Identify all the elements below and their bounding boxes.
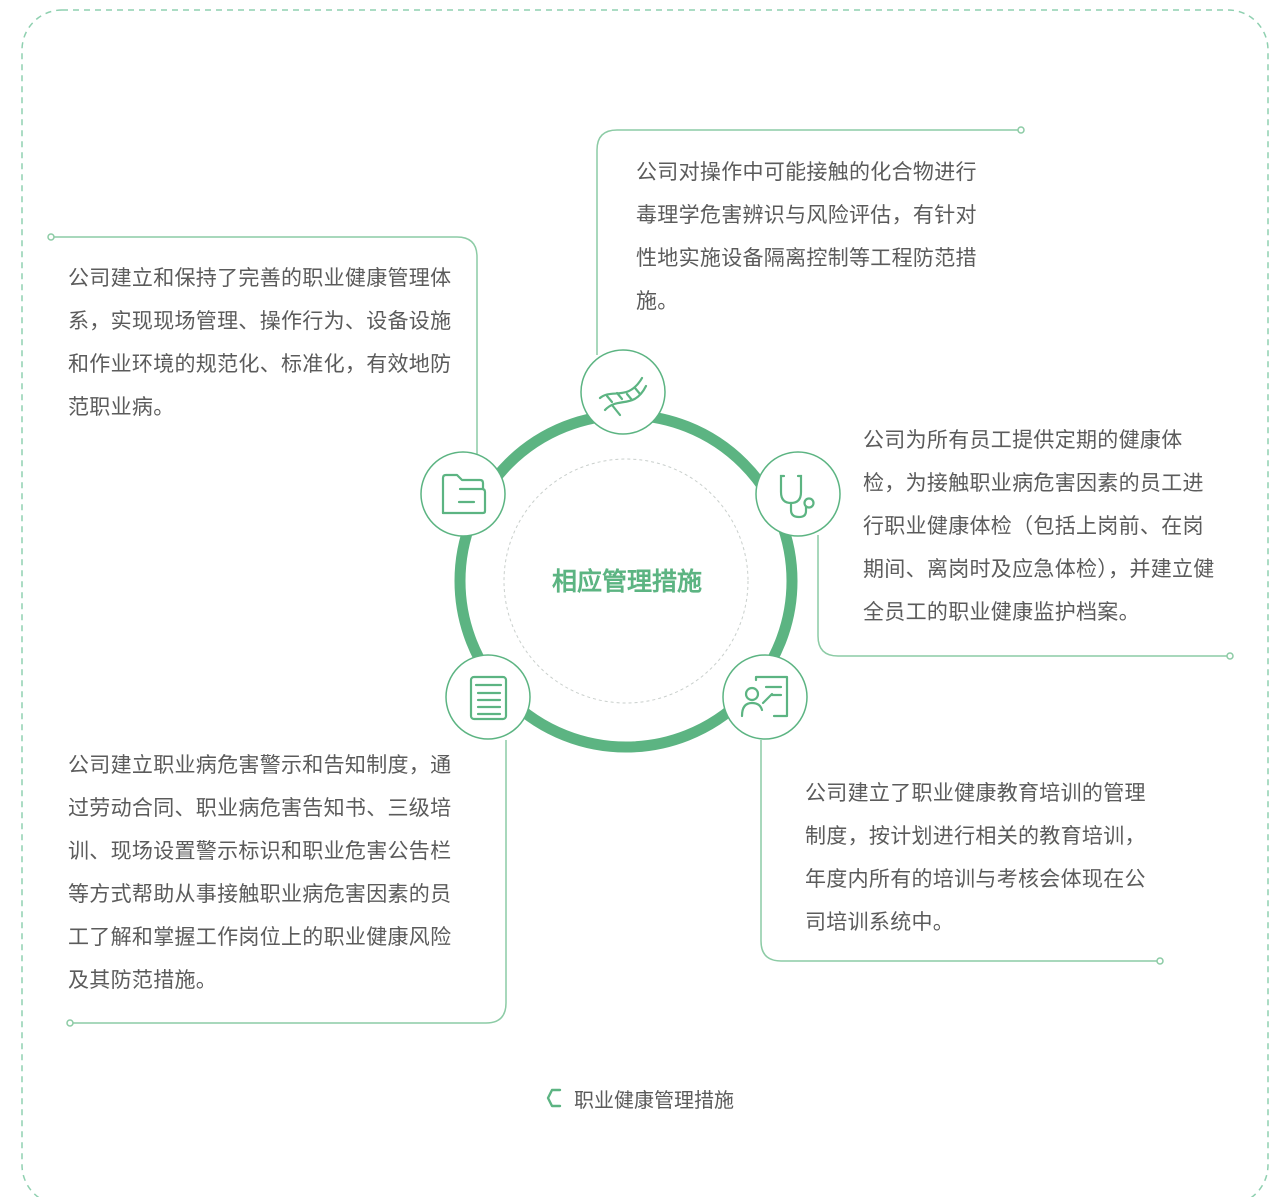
connector-lower-right [760,740,1160,962]
dna-icon [598,376,648,417]
connector-dot [1017,126,1025,134]
document-list-icon [469,675,508,721]
node-trainer [722,654,808,740]
connector-end-dots [47,126,1234,1027]
measure-text-stethoscope: 公司为所有员工提供定期的健康体检，为接触职业病危害因素的员工进行职业健康体检（包… [863,428,1215,624]
node-dna [580,349,666,435]
center-title: 相应管理措施 [551,567,702,596]
folder-icon [441,473,487,515]
measure-text-dna: 公司对操作中可能接触的化合物进行毒理学危害辨识与风险评估，有针对性地实施设备隔离… [636,160,977,313]
connector-right [817,535,1229,657]
stethoscope-icon [779,474,815,519]
caption-text: 职业健康管理措施 [574,1087,734,1112]
caption-bracket-icon [546,1088,562,1108]
trainer-board-icon [740,675,789,718]
connector-upper-left [51,236,478,455]
inner-dashed-ring [503,458,749,704]
measure-text-trainer: 公司建立了职业健康教育培训的管理制度，按计划进行相关的教育培训，年度内所有的培训… [805,781,1146,934]
outer-dashed-frame [21,9,1269,1197]
connector-dot [1226,652,1234,660]
node-stethoscope [755,451,841,537]
connector-dot [47,233,55,241]
node-folder [420,451,506,537]
figure-caption: 职业健康管理措施 [546,1082,734,1114]
connector-top [596,129,1020,355]
connector-lower-left [70,740,507,1024]
measure-text-folder: 公司建立和保持了完善的职业健康管理体系，实现现场管理、操作行为、设备设施和作业环… [68,266,452,419]
connector-dot [66,1019,74,1027]
node-document [445,654,531,740]
connector-dot [1156,957,1164,965]
connector-lines [51,129,1229,1024]
measure-text-document: 公司建立职业病危害警示和告知制度，通过劳动合同、职业病危害告知书、三级培训、现场… [68,753,452,992]
